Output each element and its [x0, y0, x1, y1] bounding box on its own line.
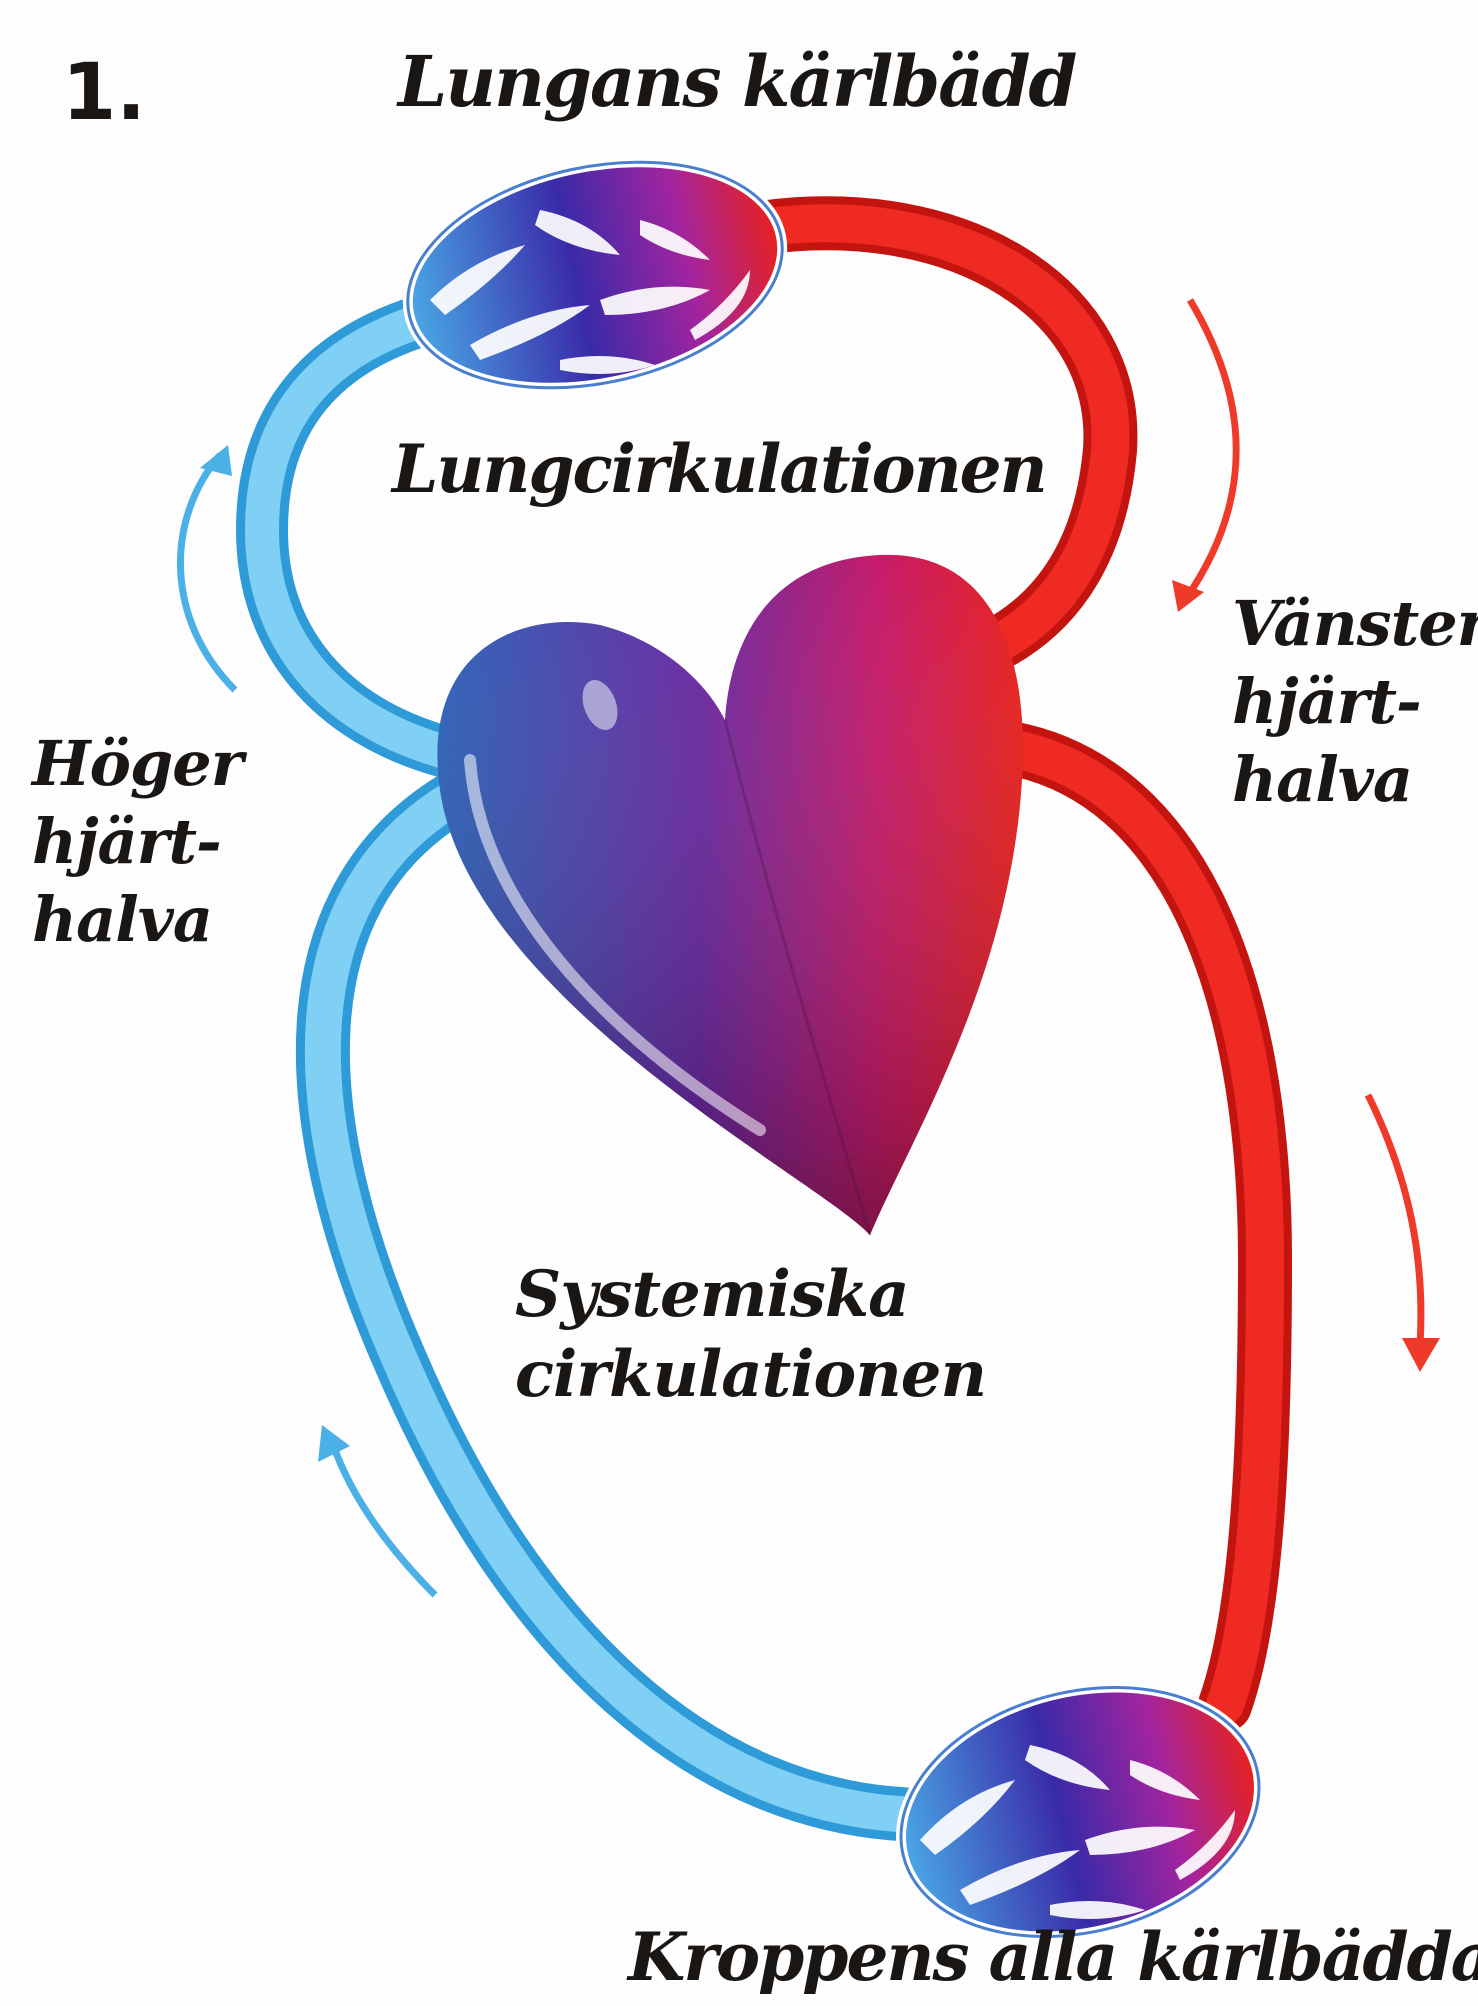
aorta-vessel	[1010, 748, 1265, 1705]
systemic-circulation-label: Systemiska cirkulationen	[515, 1255, 986, 1415]
right-heart-half-label: Höger hjärt- halva	[32, 725, 242, 959]
body-beds-label: Kroppens alla kärlbäddar	[628, 1918, 1478, 1996]
flow-arrow-icon	[180, 445, 235, 690]
heart-icon	[437, 555, 1023, 1235]
lung-bed-label: Lungans kärlbädd	[398, 40, 1076, 123]
pulmonary-circulation-label: Lungcirkulationen	[392, 430, 1046, 508]
flow-arrow-icon	[1368, 1095, 1440, 1372]
left-heart-half-label: Vänster hjärt- halva	[1232, 585, 1478, 819]
pulmonary-artery-vessel	[262, 318, 445, 752]
lung-capillary-bed-icon	[387, 130, 804, 420]
figure-number: 1.	[62, 48, 146, 138]
flow-arrow-icon	[1172, 300, 1236, 612]
